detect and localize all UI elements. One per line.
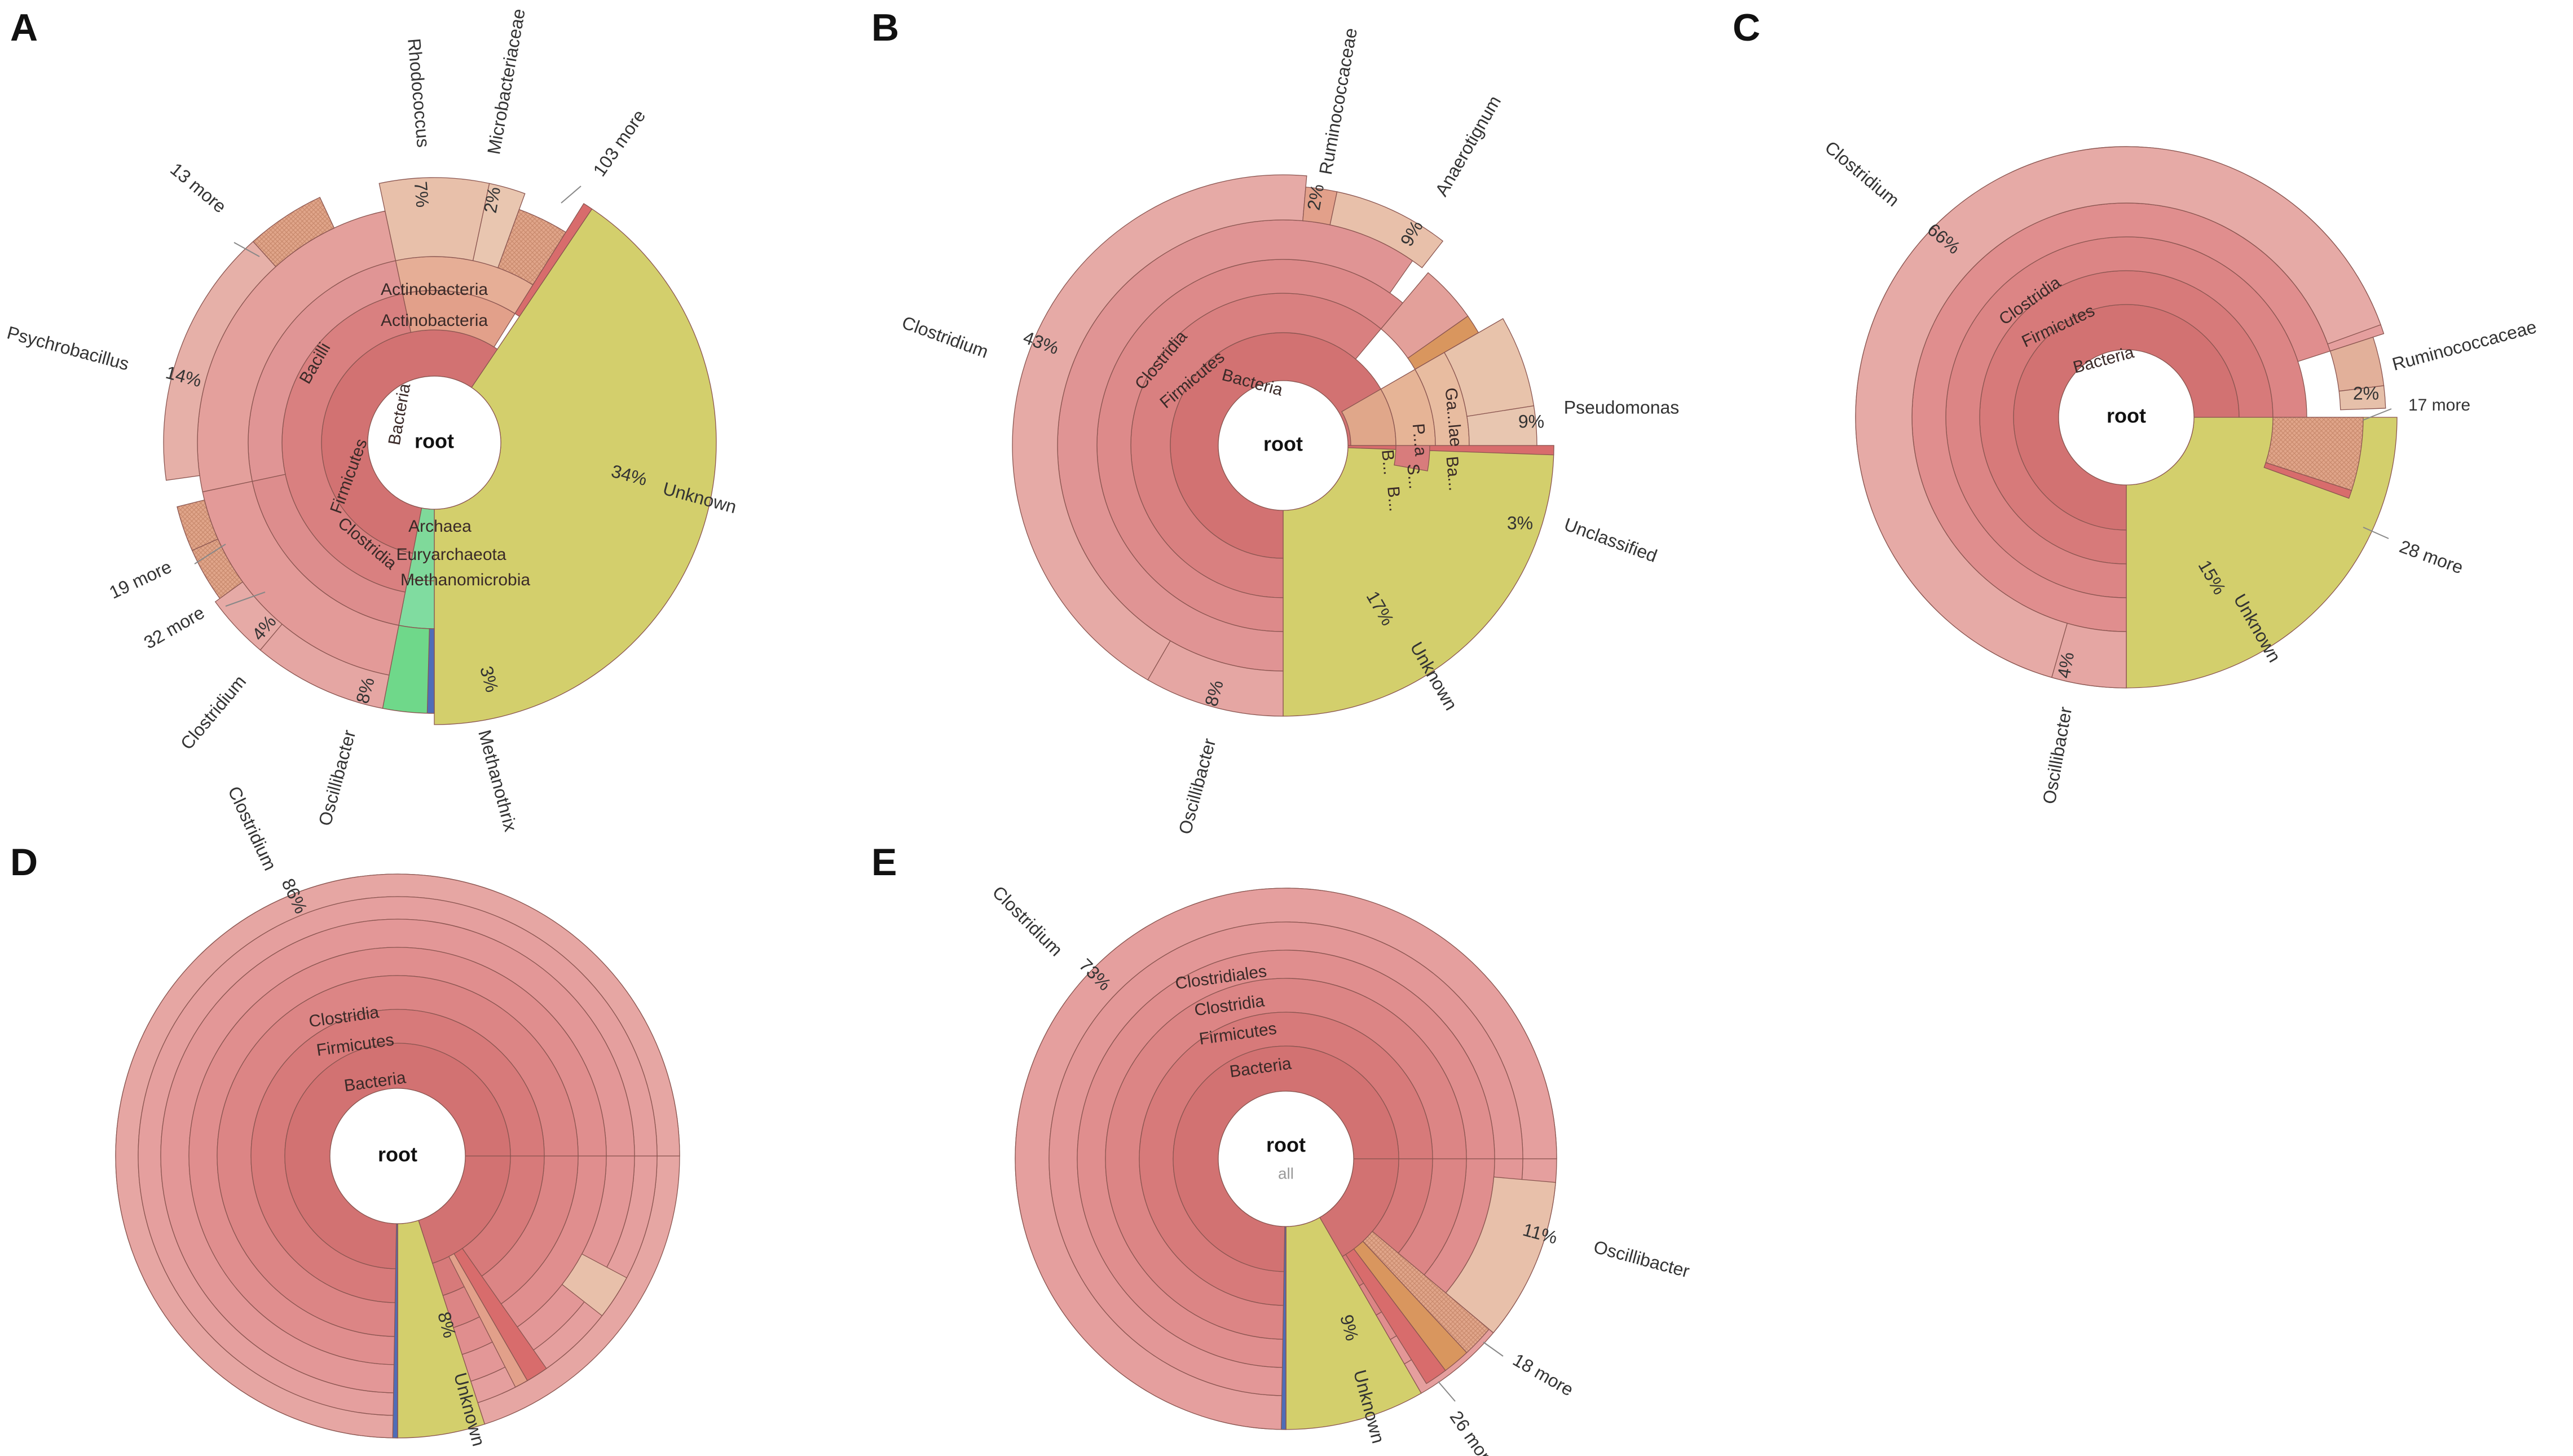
minor-bacteria-ring (1394, 445, 1430, 471)
26-more-name: 26 more (1446, 1407, 1501, 1456)
ring-label-archaea: Archaea (408, 517, 472, 536)
unclassified-wedge (1466, 405, 1537, 446)
28-more-leader (2363, 527, 2389, 539)
103-more-leader (561, 186, 581, 204)
ring-label-ba: Ba... (1442, 456, 1464, 492)
pseudomonas-name: Pseudomonas (1564, 397, 1680, 417)
17-more-leader (2363, 408, 2392, 421)
ring-label-methanomicrobia: Methanomicrobia (400, 571, 530, 589)
ring-label-actinobacteria-2: Actinobacteria (381, 311, 488, 330)
ring-label-pa: P...a (1409, 423, 1430, 457)
oscillibacter-name: Oscillibacter (2039, 705, 2076, 805)
18-more-name: 18 more (1509, 1349, 1577, 1400)
ruminococcaceae-name: Ruminococcaceae (2390, 316, 2539, 374)
panel-letter-e: E (871, 841, 897, 884)
ruminococcaceae-percent: 2% (1303, 183, 1328, 212)
minor-red-wedge (514, 203, 593, 317)
rhodococcus-name: Rhodococcus (404, 38, 434, 148)
ring-label-euryarchaeota: Euryarchaeota (396, 545, 506, 564)
13-more-wedge (252, 197, 335, 267)
clostridium-name: Clostridium (1821, 137, 1904, 210)
ring-label-b2: B... (1384, 486, 1404, 513)
oscillibacter-name: Oscillibacter (1592, 1237, 1692, 1282)
root-circle[interactable] (329, 1088, 466, 1224)
rhodococcus-percent: 7% (411, 180, 433, 208)
19-more-wedge (177, 499, 219, 551)
root-circle[interactable] (1218, 1091, 1354, 1227)
minor-light-wedge (561, 1253, 628, 1317)
rhodococcus-wedge (378, 177, 490, 261)
13-more-leader (233, 242, 260, 257)
clostridium-wedge (1855, 146, 2381, 678)
oscillibacter-name: Oscillibacter (315, 727, 360, 828)
13-more-name: 13 more (166, 159, 230, 217)
clostridium-wedge (1012, 174, 1307, 681)
root-label: root (415, 430, 454, 453)
leader-layer (194, 186, 2392, 1402)
root-label: root (1266, 1133, 1306, 1157)
ruminococcaceae-name: Ruminococcaceae (1315, 27, 1361, 177)
17-more-name: 17 more (2408, 396, 2470, 414)
26-more-leader (1438, 1381, 1456, 1402)
pseudomonas-percent: 9% (1518, 411, 1544, 431)
17-more-wedge (2338, 385, 2386, 411)
unclassified-percent: 3% (1507, 513, 1533, 533)
28-more-name: 28 more (2397, 536, 2466, 578)
oscillibacter-percent: 4% (2054, 651, 2078, 680)
32-more-leader (225, 592, 266, 607)
methanothrix-name: Methanothrix (474, 727, 521, 833)
anaerotignum-name: Anaerotignum (1431, 92, 1505, 200)
panel-letter-c: C (1733, 6, 1761, 49)
root-sublabel: all (1278, 1164, 1294, 1182)
microbacteriaceae-name: Microbacteriaceae (483, 7, 529, 156)
archaea-minor-wedge (426, 628, 435, 714)
clostridium-name: Clostridium (224, 783, 280, 873)
103-more-name: 103 more (589, 106, 649, 180)
root-circle[interactable] (2058, 349, 2195, 486)
19-more-leader (194, 544, 226, 564)
root-circle[interactable] (1218, 380, 1349, 511)
root-circle[interactable] (367, 376, 501, 510)
ring-label-actinobacteria-1: Actinobacteria (381, 280, 488, 299)
minor-red-wedge (1345, 1248, 1446, 1384)
18-more-leader (1483, 1342, 1504, 1357)
wedge-layer (115, 146, 2398, 1439)
root-label: root (2107, 404, 2146, 427)
panel-letter-b: B (871, 6, 900, 49)
unclassified-name: Unclassified (1562, 514, 1660, 566)
psychrobacillus-name: Psychrobacillus (5, 322, 131, 374)
32-more-name: 32 more (140, 602, 208, 653)
ring-label-s: S... (1403, 463, 1424, 490)
panel-letter-d: D (10, 841, 38, 884)
ring-label-b1: B... (1378, 449, 1399, 476)
oscillibacter-wedge (1445, 1176, 1556, 1334)
clostridium-name: Clostridium (900, 312, 992, 362)
root-label: root (378, 1143, 417, 1166)
clostridium-name: Clostridium (988, 882, 1067, 960)
root-label: root (1263, 433, 1303, 456)
minor-red-wedge (2263, 462, 2352, 499)
microbacteriaceae-percent: 2% (480, 186, 504, 215)
clostridium-name: Clostridium (177, 671, 250, 753)
panel-letter-a: A (10, 6, 38, 49)
oscillibacter-name: Oscillibacter (1175, 736, 1220, 836)
ruminococcaceae-percent: 2% (2353, 383, 2379, 403)
minor-tan-wedge (448, 1253, 528, 1388)
anaerotignum-wedge (1329, 191, 1444, 268)
19-more-name: 19 more (106, 557, 175, 603)
